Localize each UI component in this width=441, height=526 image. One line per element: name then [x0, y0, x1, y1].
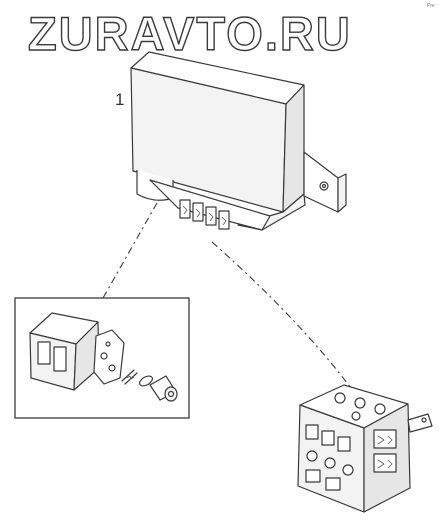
terminal-seal [139, 375, 153, 387]
block-screw [306, 450, 318, 462]
mounting-bracket-edge [337, 173, 347, 213]
block-stud [334, 392, 346, 404]
block-side-socket [373, 453, 397, 473]
relay-unit [130, 51, 347, 231]
block-stud [354, 397, 366, 409]
block-screw [324, 457, 336, 469]
wiring-connector [29, 312, 178, 402]
terminal-pin [121, 369, 135, 382]
block-stud [351, 411, 361, 421]
block-socket [325, 477, 341, 491]
leader-line-to-relay-block [211, 241, 355, 393]
relay-block-assembly [297, 384, 433, 513]
cap-pin [100, 352, 108, 360]
block-side-detail [387, 435, 393, 445]
terminal-pin-crimp [126, 375, 135, 380]
bracket-hole [319, 181, 329, 191]
relay-bottom-plate [149, 179, 271, 231]
block-stud [374, 403, 386, 415]
block-socket [305, 469, 321, 483]
block-socket [305, 424, 319, 440]
terminal-sleeve-bore [167, 390, 175, 398]
corner-mark: Pre [427, 3, 435, 9]
block-side-socket [373, 429, 397, 449]
cap-pin [108, 364, 116, 372]
connector-detail-frame [14, 297, 190, 419]
terminal-detail [208, 212, 214, 222]
block-clip [407, 413, 433, 433]
terminal-detail [195, 208, 201, 218]
block-side-detail [387, 459, 393, 469]
terminal-detail [182, 205, 188, 215]
terminal-detail [221, 216, 227, 226]
block-side-detail [377, 435, 385, 445]
bracket-hole-center [321, 183, 327, 189]
relay-terminal [192, 202, 204, 222]
block-clip-hole [421, 417, 427, 423]
block-side-detail [377, 459, 385, 469]
relay-side-face [282, 84, 305, 213]
block-screw [342, 464, 354, 476]
leader-line-to-connector [102, 202, 158, 299]
mounting-bracket [303, 151, 339, 213]
terminal-sleeve-end [164, 386, 178, 402]
connector-cap [93, 329, 125, 385]
relay-terminal [179, 199, 191, 219]
block-socket [337, 436, 351, 452]
relay-terminal [205, 206, 217, 226]
cap-pin [105, 341, 111, 347]
block-socket [321, 430, 335, 446]
callout-number: 1 [115, 90, 124, 109]
connector-latch [53, 346, 67, 372]
watermark-text: ZURAVTO.RU [28, 7, 352, 60]
connector-latch [37, 341, 51, 365]
relay-terminal [218, 210, 230, 230]
